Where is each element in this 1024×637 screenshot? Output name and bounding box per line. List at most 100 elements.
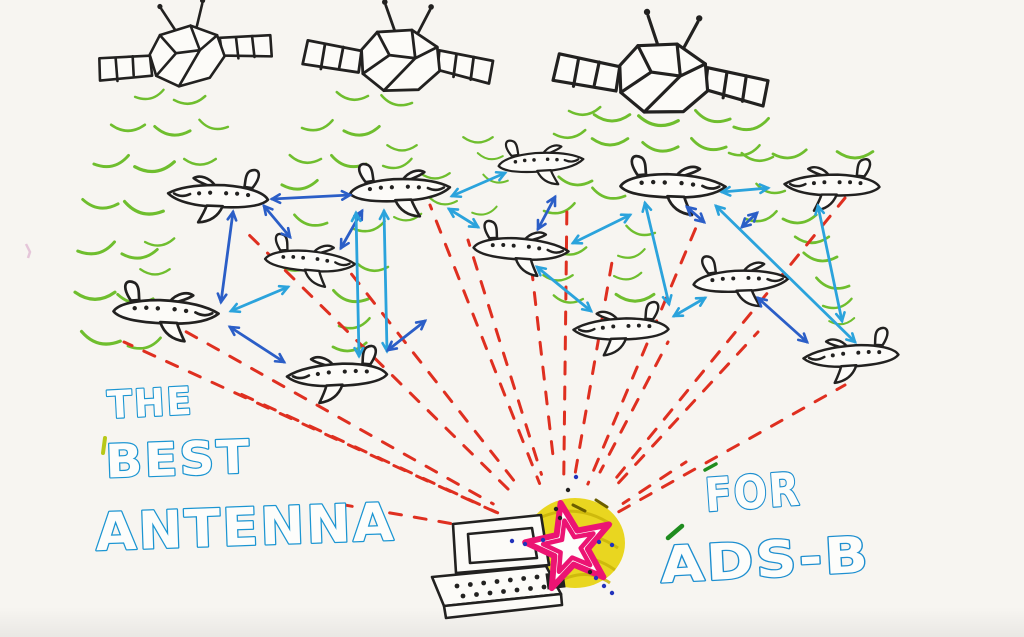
green-accent-a — [665, 523, 685, 541]
satellite — [98, 0, 274, 88]
airplane — [572, 300, 670, 357]
caption-the: THE — [106, 379, 194, 427]
blue-speck — [609, 542, 615, 548]
downlink-ray — [340, 260, 516, 482]
yellow-green-tick — [101, 436, 107, 455]
captions: THE BEST ANTENNA FOR ADS-B — [93, 378, 873, 596]
signal-arc — [139, 268, 171, 276]
signal-arc — [122, 199, 165, 216]
link-arrow — [382, 209, 389, 353]
link-arrow — [740, 211, 759, 229]
link-arrowhead — [747, 211, 760, 223]
airplane — [112, 280, 220, 343]
link-arrowhead — [641, 200, 653, 214]
link-arrowhead — [414, 319, 428, 331]
airplane — [285, 344, 389, 405]
link-arrowhead — [714, 204, 726, 216]
satellite-signal-arcs — [73, 88, 875, 353]
signal-arc — [76, 240, 116, 256]
downlink-ray — [181, 328, 495, 506]
pink-smudge — [24, 243, 32, 259]
link-arrow — [720, 186, 770, 194]
signal-arc — [342, 125, 381, 137]
signal-arc — [694, 108, 732, 124]
link-arrowhead — [378, 208, 390, 221]
signal-arc — [590, 137, 630, 147]
link-arrowhead — [449, 187, 463, 199]
airplane — [112, 280, 220, 343]
keyboard-keys — [454, 574, 547, 599]
signal-arc — [428, 196, 458, 206]
link-arrow — [386, 319, 427, 352]
downlink-ray — [240, 226, 514, 495]
signal-arc — [567, 105, 602, 117]
key-dot — [494, 579, 500, 584]
caption-for: FOR — [703, 462, 803, 523]
airplane — [166, 168, 270, 224]
key-dot — [454, 583, 460, 589]
signal-arc — [300, 119, 334, 132]
signal-arc — [332, 288, 370, 304]
signal-arc — [557, 175, 594, 187]
signal-arc — [133, 88, 165, 101]
signal-arc — [332, 288, 370, 304]
signal-arc — [482, 173, 509, 184]
signal-arc — [122, 199, 165, 216]
signal-arc — [288, 153, 323, 165]
downlink-ray — [562, 198, 569, 481]
signal-arc — [637, 114, 680, 128]
signal-arc — [92, 153, 130, 169]
link-arrowhead — [661, 293, 673, 307]
link-arrow — [571, 213, 632, 245]
airplane — [285, 344, 389, 405]
signal-arc — [109, 123, 147, 133]
airplane — [619, 154, 727, 217]
signal-arc — [471, 205, 498, 216]
key-dot — [541, 584, 547, 590]
signal-arc — [381, 157, 413, 170]
ink-speck — [553, 506, 559, 512]
signal-arc — [552, 294, 585, 304]
key-dot — [481, 580, 487, 586]
signal-arc — [126, 336, 162, 350]
airplane — [166, 168, 270, 224]
link-arrowhead — [340, 189, 353, 201]
signal-arc — [293, 213, 329, 227]
ink-speck — [565, 487, 571, 493]
link-arrowhead — [534, 265, 548, 277]
signal-arc — [143, 237, 176, 247]
downlink-ray — [612, 196, 847, 483]
signal-arc — [288, 153, 323, 165]
satellite — [301, 0, 495, 93]
signal-arc — [690, 136, 728, 152]
signal-arc — [92, 153, 130, 169]
link-arrowhead — [339, 237, 350, 251]
plane-to-plane-links — [216, 170, 857, 364]
signal-arc — [732, 116, 770, 132]
link-arrowhead — [693, 212, 707, 224]
key-dot — [507, 577, 513, 583]
signal-arc — [732, 116, 770, 132]
signal-arc — [641, 141, 680, 153]
photo-edge-shadow — [0, 607, 1024, 637]
signal-arc — [476, 152, 504, 161]
link-arrowhead — [570, 234, 584, 245]
signal-arc — [133, 160, 176, 174]
key-dot — [460, 593, 466, 599]
signal-arc — [835, 150, 875, 160]
adsb-downlink-rays — [122, 196, 847, 534]
signal-arc — [614, 292, 656, 303]
airplane — [348, 162, 452, 218]
link-arrow — [229, 285, 290, 313]
olive-scratch — [594, 498, 609, 509]
link-arrowhead — [580, 301, 594, 313]
airplane — [802, 326, 900, 385]
signal-arc — [335, 90, 370, 102]
airplane — [802, 326, 900, 385]
link-arrowhead — [262, 203, 274, 217]
airplane — [263, 232, 357, 288]
marker-accents — [24, 243, 718, 541]
signal-arc — [73, 290, 117, 301]
star-outer — [522, 500, 612, 592]
green-accent-f — [703, 462, 718, 472]
